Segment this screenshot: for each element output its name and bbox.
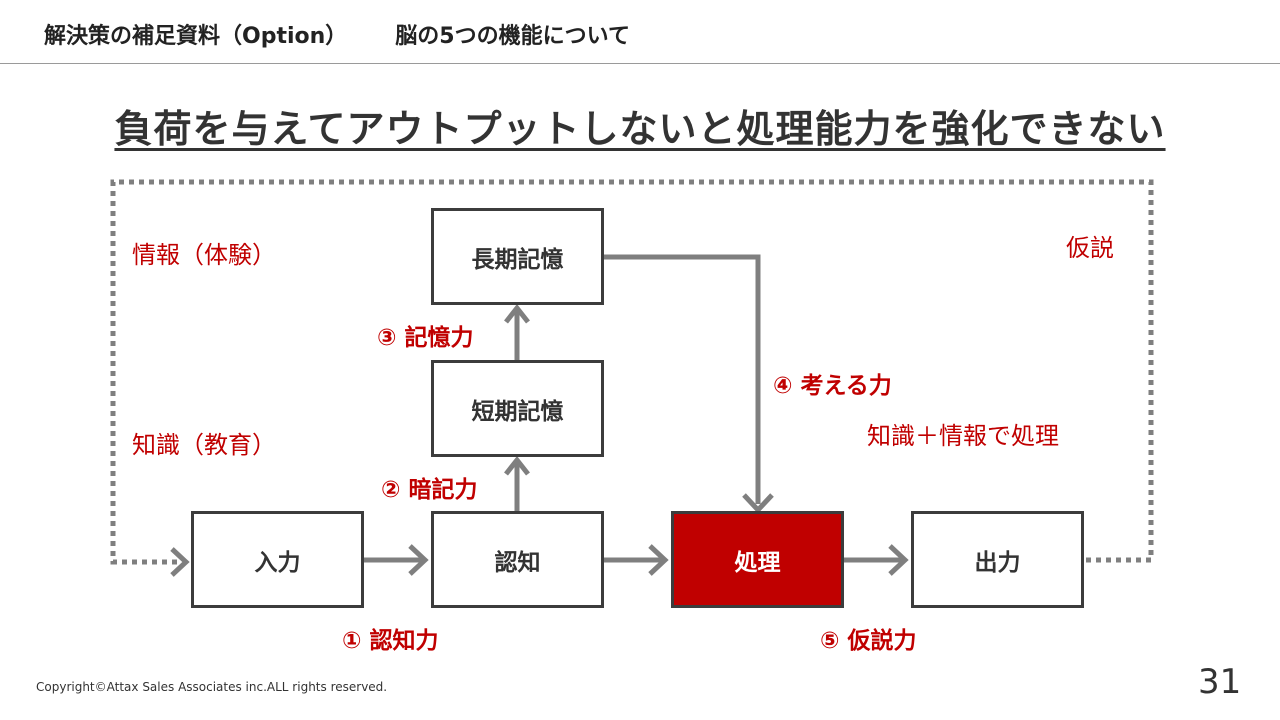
header-divider — [0, 63, 1280, 64]
copyright-notice: Copyright©Attax Sales Associates inc.ALL… — [36, 680, 388, 694]
feedback-loop-dotted — [110, 179, 1154, 565]
hypothesis-ability-label: ⑤ 仮説力 — [820, 628, 917, 654]
memory-ability-label: ③ 記憶力 — [377, 325, 474, 351]
section-title: 解決策の補足資料（Option） — [44, 24, 348, 49]
thinking-ability-label: ④ 考える力 — [773, 373, 892, 399]
arrowhead-long-term-to-processing — [742, 493, 774, 514]
arrowhead-cognition-to-processing — [648, 544, 669, 576]
topic-title: 脳の5つの機能について — [395, 24, 630, 49]
page-number: 31 — [1198, 662, 1242, 702]
slide-header: 解決策の補足資料（Option） 脳の5つの機能について — [44, 18, 630, 50]
knowledge-info-processing-label: 知識＋情報で処理 — [867, 422, 1059, 450]
long-term-memory-box: 長期記憶 — [431, 208, 604, 305]
arrow-long-term-to-processing — [604, 254, 761, 504]
main-title: 負荷を与えてアウトプットしないと処理能力を強化できない — [0, 98, 1280, 153]
main-title-text: 負荷を与えてアウトプットしないと処理能力を強化できない — [114, 107, 1166, 151]
arrowhead-short-term-to-long-term — [504, 303, 530, 324]
processing-box: 処理 — [671, 511, 844, 608]
info-experience-label: 情報（体験） — [132, 241, 276, 269]
rote-memory-ability-label: ② 暗記力 — [381, 477, 478, 503]
cognition-box: 認知 — [431, 511, 604, 608]
output-box: 出力 — [911, 511, 1084, 608]
input-box: 入力 — [191, 511, 364, 608]
arrowhead-input-to-cognition — [408, 544, 429, 576]
arrowhead-processing-to-output — [888, 544, 909, 576]
feedback-loop-arrowhead — [170, 547, 190, 577]
short-term-memory-box: 短期記憶 — [431, 360, 604, 457]
recognition-ability-label: ① 認知力 — [342, 628, 439, 654]
hypothesis-label: 仮説 — [1066, 234, 1114, 262]
knowledge-education-label: 知識（教育） — [132, 431, 276, 459]
arrowhead-cognition-to-short-term — [504, 455, 530, 476]
